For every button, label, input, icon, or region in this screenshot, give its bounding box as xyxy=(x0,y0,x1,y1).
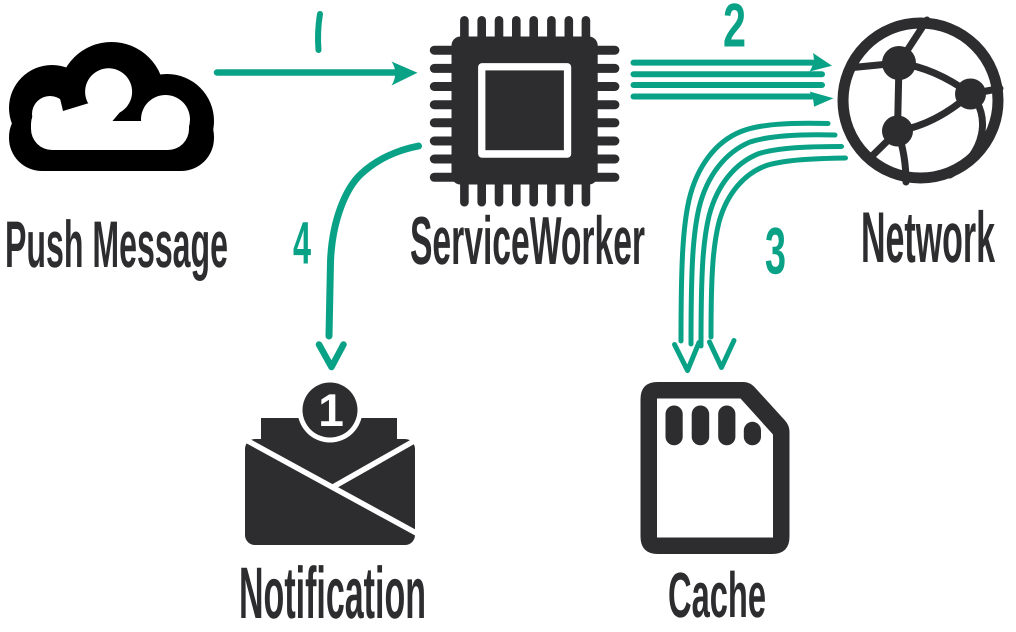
svg-text:Push Message: Push Message xyxy=(5,207,228,281)
svg-text:ServiceWorker: ServiceWorker xyxy=(410,203,645,279)
svg-text:1: 1 xyxy=(318,384,344,436)
svg-text:Cache: Cache xyxy=(668,559,766,631)
svg-text:Notification: Notification xyxy=(239,553,426,632)
svg-text:Network: Network xyxy=(861,198,995,278)
svg-text:3: 3 xyxy=(765,214,786,288)
svg-text:2: 2 xyxy=(723,0,746,61)
svg-text:4: 4 xyxy=(293,210,311,277)
